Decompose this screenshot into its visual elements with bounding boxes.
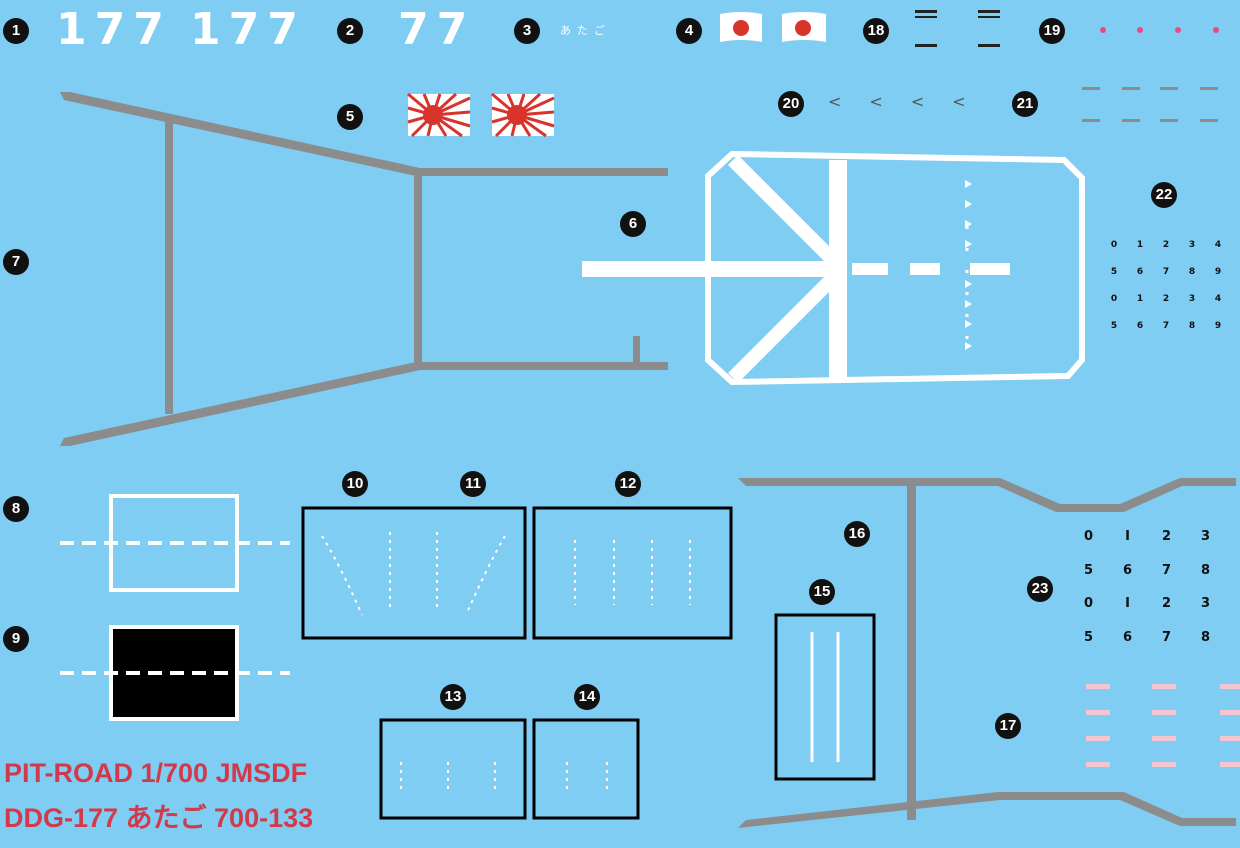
digit: 4	[1225, 596, 1240, 630]
hinomaru-flag-decal-4b	[782, 12, 826, 42]
digit: 7	[1161, 629, 1172, 645]
digit: 9	[1225, 563, 1240, 597]
digit: 7	[1161, 562, 1172, 578]
digit: 4	[1225, 529, 1240, 563]
digit: 2	[1161, 596, 1172, 611]
decal-number-16: 16	[844, 521, 870, 547]
decal-number-4: 4	[676, 18, 702, 44]
digit: 0	[1083, 596, 1094, 611]
digit: 6	[1136, 321, 1144, 331]
decal-number-12: 12	[615, 471, 641, 497]
decal-number-8: 8	[3, 496, 29, 522]
hull-number-177-b: 177	[190, 4, 306, 55]
digit: 6	[1136, 267, 1144, 277]
panel-decal-10-11	[301, 506, 527, 640]
tiny-marks-decal-17	[1086, 684, 1240, 767]
deck-line-decal-7	[60, 92, 668, 446]
digit: 1	[1136, 240, 1144, 250]
deck-line-decal-16-17	[738, 478, 1236, 828]
digit: 9	[1214, 267, 1222, 277]
decal-number-9: 9	[3, 626, 29, 652]
hinomaru-flag-decal-4a	[720, 12, 762, 42]
decal-number-19: 19	[1039, 18, 1065, 44]
decal-number-10: 10	[342, 471, 368, 497]
sheet-title-line-1: PIT-ROAD 1/700 JMSDF	[4, 758, 308, 788]
digit: 9	[1225, 630, 1240, 664]
panel-decal-12	[532, 506, 733, 640]
digit: 3	[1188, 294, 1196, 304]
tiny-labels-decal-18	[915, 10, 1000, 47]
digit: 2	[1162, 240, 1170, 250]
hull-number-177-a: 177	[56, 4, 172, 55]
digit: 3	[1188, 240, 1196, 250]
decal-number-21: 21	[1012, 91, 1038, 117]
digit: 9	[1214, 321, 1222, 331]
digit: 2	[1162, 294, 1170, 304]
digit: 0	[1110, 294, 1118, 304]
digit: 8	[1200, 629, 1211, 645]
decal-number-14: 14	[574, 684, 600, 710]
rectangle-decal-9	[60, 625, 290, 721]
digit: 4	[1214, 294, 1222, 304]
decal-number-2: 2	[337, 18, 363, 44]
decal-number-15: 15	[809, 579, 835, 605]
decal-number-20: 20	[778, 91, 804, 117]
digit: 5	[1110, 321, 1118, 331]
decal-number-11: 11	[460, 471, 486, 497]
decal-number-18: 18	[863, 18, 889, 44]
ship-name-small: あたご	[560, 24, 611, 37]
digit: 7	[1162, 321, 1170, 331]
chevrons-decal-20: < < < <	[828, 92, 966, 111]
dash-marks-decal-21	[1082, 87, 1218, 122]
rising-sun-ensign-decal-5b	[491, 92, 555, 138]
decal-number-6: 6	[620, 211, 646, 237]
decal-number-1: 1	[3, 18, 29, 44]
digit: 4	[1214, 240, 1222, 250]
digit: 0	[1110, 240, 1118, 250]
digit: 5	[1083, 562, 1094, 578]
chevron-mark: <	[869, 92, 883, 111]
digit: 8	[1188, 267, 1196, 277]
digit: 0	[1083, 529, 1094, 544]
digit: 7	[1162, 267, 1170, 277]
chevron-mark: <	[952, 92, 966, 111]
digit: 8	[1200, 562, 1211, 578]
decal-number-3: 3	[514, 18, 540, 44]
chevron-mark: <	[828, 92, 842, 111]
panel-decal-13	[379, 718, 527, 820]
digit: 3	[1200, 529, 1211, 544]
decal-number-22: 22	[1151, 182, 1177, 208]
digit-set-22: 0 1 2 3 4 5 6 7 8 9 0 1 2 3 4 5 6 7 8 9	[1101, 240, 1231, 348]
digit: 6	[1122, 629, 1133, 645]
panel-decal-15	[774, 613, 876, 781]
decal-number-7: 7	[3, 249, 29, 275]
chevron-mark: <	[910, 92, 925, 111]
digit: I	[1125, 529, 1130, 544]
digit: 1	[1136, 294, 1144, 304]
digit: 5	[1110, 267, 1118, 277]
digit: 3	[1200, 596, 1211, 611]
dots-decal-19	[1100, 27, 1219, 33]
hull-number-77: 77	[398, 4, 476, 55]
rising-sun-ensign-decal-5a	[407, 92, 471, 138]
digit: I	[1125, 596, 1130, 611]
decal-number-5: 5	[337, 104, 363, 130]
helideck-decal-6	[582, 150, 1085, 386]
panel-decal-14	[532, 718, 640, 820]
sheet-title-line-2: DDG-177 あたご 700-133	[4, 803, 314, 833]
decal-number-17: 17	[995, 713, 1021, 739]
decal-number-23: 23	[1027, 576, 1053, 602]
rectangle-decal-8	[60, 494, 290, 592]
digit: 2	[1161, 529, 1172, 544]
digit: 6	[1122, 562, 1133, 578]
decal-number-13: 13	[440, 684, 466, 710]
digit: 5	[1083, 629, 1094, 645]
digit: 8	[1188, 321, 1196, 331]
